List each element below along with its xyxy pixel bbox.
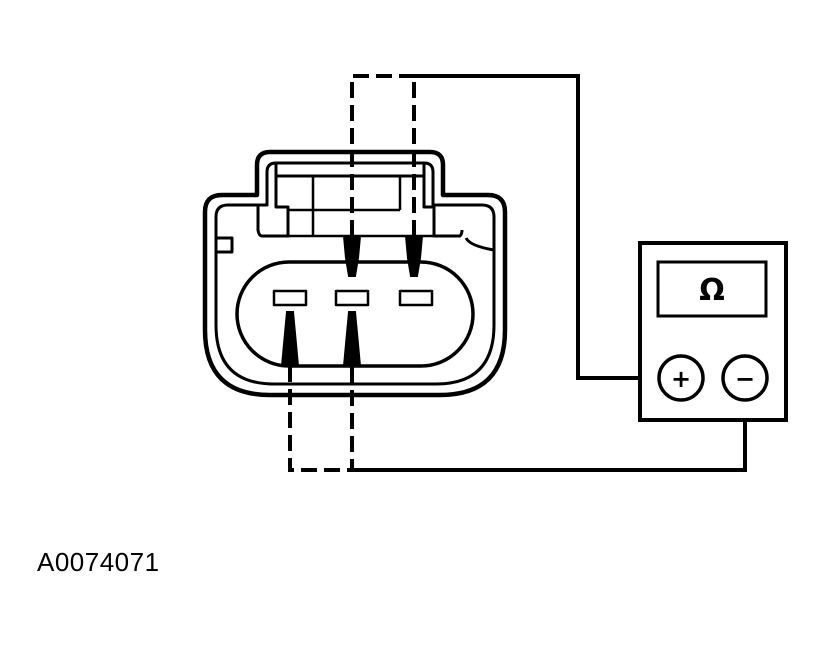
- left-notch: [216, 236, 234, 254]
- probe-top-middle: [342, 235, 362, 277]
- lead-probe-top-left: [350, 74, 415, 236]
- terminal-slot-1: [272, 289, 308, 307]
- negative-lead-wire: [352, 400, 747, 472]
- probes: [280, 235, 424, 367]
- terminal-slot-3: [398, 289, 434, 307]
- meter-display: [656, 260, 768, 318]
- positive-lead-wire: [415, 74, 660, 380]
- locking-tab-right: [422, 176, 464, 238]
- negative-terminal: [721, 354, 769, 402]
- negative-terminal-label: −: [735, 365, 755, 393]
- probe-top-right: [404, 235, 424, 277]
- figure-reference-id: A0074071: [37, 547, 160, 577]
- connector-outer-shell: [202, 149, 508, 398]
- ohmmeter: Ω + −: [638, 241, 788, 422]
- right-notch: [464, 237, 495, 252]
- ohm-symbol: Ω: [699, 273, 725, 308]
- positive-terminal: [657, 354, 705, 402]
- lead-probe-bottom: [288, 366, 354, 472]
- probe-bottom-left: [280, 311, 300, 367]
- probe-bottom-middle: [342, 311, 362, 367]
- wiring: [288, 74, 747, 472]
- terminal-slot-2: [334, 289, 370, 307]
- locking-tab-body: [256, 176, 290, 238]
- positive-terminal-label: +: [671, 365, 691, 393]
